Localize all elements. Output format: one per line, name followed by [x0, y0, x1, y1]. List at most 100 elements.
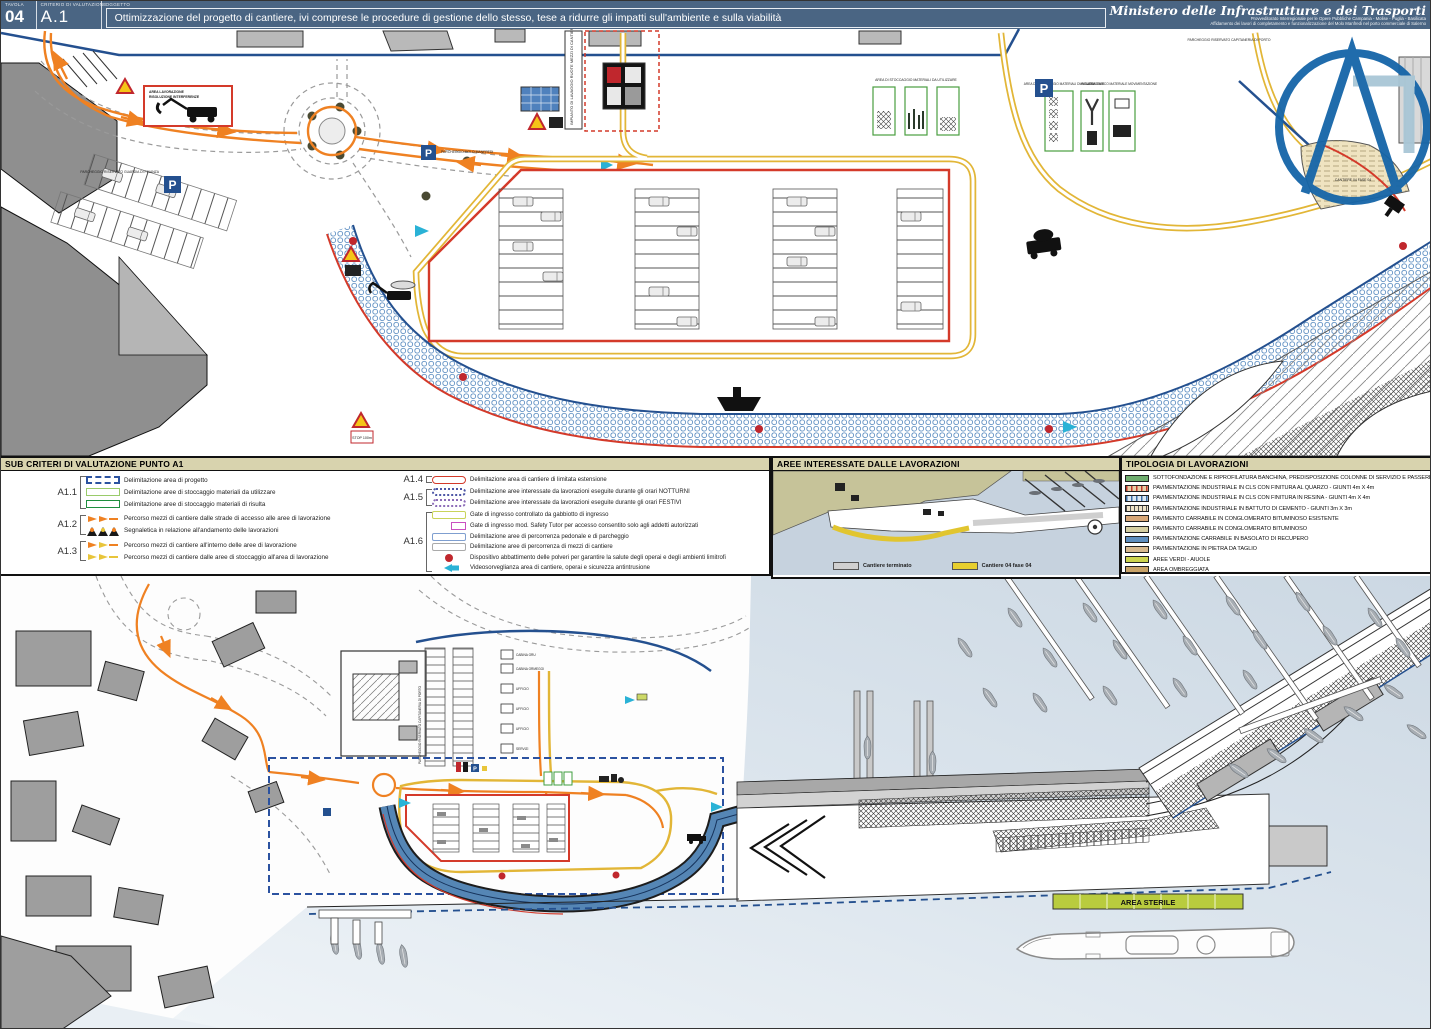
- svg-text:P: P: [1040, 81, 1049, 96]
- ministry-subtitle-1: Provveditorato Interregionale per le Ope…: [1250, 16, 1426, 22]
- warning-triangle-icon: [527, 111, 547, 130]
- pedestrian-area-swatch: [432, 532, 466, 541]
- vehicle-area-swatch: [432, 543, 466, 552]
- ministry-subtitle-2: Affidamento dei lavori di completamento …: [1210, 20, 1426, 26]
- port-authority-logo: [1275, 36, 1430, 205]
- legend-item: Gate di ingresso controllato da gabbiott…: [432, 510, 726, 521]
- criterio-label: CRITERIO DI VALUTAZIONE: [40, 2, 107, 7]
- oggetto-cell: OGGETTO Ottimizzazione del progetto di c…: [102, 1, 1110, 29]
- legend-item: AREE VERDI - AIUOLE: [1125, 555, 1427, 565]
- cantiere-fase-label: CANTIERE 04 FASE 04: [1335, 178, 1371, 182]
- stockpile-risulta: AREA DI STOCCAGGIO MATERIALI DI RISULTA …: [1024, 82, 1157, 152]
- gate-icon: [636, 693, 648, 701]
- resina-swatch: [1125, 494, 1149, 502]
- camera-icon: [1063, 421, 1077, 433]
- legend-item: Delimitazione area di cantiere di limita…: [432, 474, 607, 485]
- dust-abatement-icons: [349, 237, 1407, 433]
- stockpile-label: AREA DI STOCCAGGIO MATERIALI DA UTILIZZA…: [875, 78, 957, 82]
- svg-text:VAGLIO MOBILE: VAGLIO MOBILE: [1080, 82, 1105, 86]
- ministry-title: Ministero delle Infrastrutture e dei Tra…: [1109, 2, 1426, 18]
- ombreggiata-swatch: [1125, 566, 1149, 574]
- criterio-code: A.1: [40, 7, 70, 26]
- legend-item: Delimitazione area di progetto: [86, 474, 276, 486]
- svg-text:UFFICIO: UFFICIO: [516, 687, 529, 691]
- legend-item: Delimitazione aree di stoccaggio materia…: [86, 486, 276, 498]
- wheel-wash-area: IMPIANTO DI LAVAGGIO RUOTE MEZZI DI CANT…: [520, 29, 660, 132]
- current-phase-band: [832, 524, 970, 542]
- gate-safety-tutor-swatch: [451, 522, 466, 531]
- sub-criteri-panel: SUB CRITERI DI VALUTAZIONE PUNTO A1 A1.1…: [1, 456, 771, 576]
- legend-item: Cantiere 04 fase 04: [951, 562, 1031, 570]
- legend-item: PAVIMENTAZIONE INDUSTRIALE IN CLS CON FI…: [1125, 493, 1427, 503]
- finished-works-swatch: [833, 562, 859, 570]
- legend-item: Percorso mezzi di cantiere dalle aree di…: [86, 551, 329, 563]
- yellow-arrows-icon: [88, 554, 118, 561]
- tavola-label: TAVOLA: [5, 2, 24, 7]
- orange-arrows-icon: [88, 515, 118, 522]
- svg-text:P: P: [473, 767, 477, 773]
- stop-sign-label: STOP 100m: [352, 436, 372, 440]
- project-delimitation-swatch: [86, 476, 120, 485]
- excavator-icon: [155, 97, 217, 123]
- city-buildings: [1, 590, 297, 1028]
- cctv-camera-icon: [444, 564, 459, 573]
- ministry-block: Ministero delle Infrastrutture e dei Tra…: [1109, 1, 1430, 29]
- mid-warning-signs: STOP 100m: [341, 244, 374, 444]
- limited-site-swatch: [432, 475, 466, 484]
- wheel-wash-label: IMPIANTO DI LAVAGGIO RUOTE MEZZI DI CANT…: [569, 29, 574, 125]
- legend-item: Cantiere terminato: [833, 562, 912, 570]
- gate-booth-swatch: [432, 511, 466, 520]
- legend-group-a12: A1.2 Percorso mezzi di cantiere dalle st…: [43, 513, 331, 537]
- pier-chevrons: [748, 815, 826, 879]
- parking-capitaneria-label: PARCHEGGIO RISERVATO CAPITANERIA DI PORT…: [418, 685, 422, 764]
- camera-icon: [711, 802, 723, 812]
- camera-icon: [625, 696, 635, 704]
- oggetto-text: Ottimizzazione del progetto di cantiere,…: [114, 12, 782, 24]
- small-docks: [318, 909, 412, 945]
- wash-platform-icon: [520, 86, 560, 112]
- parking-sign-icon: [164, 176, 181, 193]
- legend-group-a16: A1.6 Gate di ingresso controllato da gab…: [389, 510, 726, 574]
- tipologia-panel: TIPOLOGIA DI LAVORAZIONI SOTTOFONDAZIONE…: [1120, 456, 1430, 574]
- bituminoso-swatch: [1125, 525, 1149, 533]
- criterio-cell: CRITERIO DI VALUTAZIONE A.1: [37, 1, 107, 29]
- dust-device-icon: [445, 553, 453, 562]
- legend-item: Percorso mezzi di cantiere all'interno d…: [86, 539, 329, 551]
- legend-item: Gate di ingresso mod. Safety Tutor per a…: [432, 521, 726, 532]
- legend-item: Delimitazione aree di percorrenza di mez…: [432, 542, 726, 553]
- legend-item: PAVIMENTO CARRABILE IN CONGLOMERATO BITU…: [1125, 514, 1427, 524]
- legend-item: Delimitazione aree di stoccaggio materia…: [86, 498, 276, 510]
- legend-item: PAVIMENTAZIONE CARRABILE IN BASOLATO DI …: [1125, 534, 1427, 544]
- aree-interessate-panel: AREE INTERESSATE DALLE LAVORAZIONI: [771, 456, 1121, 579]
- legend-item: Videosorveglianza area di cantiere, oper…: [432, 563, 726, 574]
- truck-icon: [687, 834, 706, 844]
- dust-abatement-icon: [498, 872, 506, 880]
- svg-text:AREA CARICO MATERIALE MOVIMENT: AREA CARICO MATERIALE MOVIMENTAZIONE: [1087, 82, 1157, 86]
- port-compound: PARCHEGGIO RISERVATO CAPITANERIA DI PORT…: [340, 629, 712, 767]
- basolato-swatch: [1125, 535, 1149, 543]
- legend-band: SUB CRITERI DI VALUTAZIONE PUNTO A1 A1.1…: [1, 456, 1430, 579]
- svg-text:CABINA GRU: CABINA GRU: [516, 653, 536, 657]
- existing-pavement: [1107, 271, 1430, 456]
- quarzo-swatch: [1125, 484, 1149, 492]
- svg-text:AREA DI STOCCAGGIO MATERIALI D: AREA DI STOCCAGGIO MATERIALI DI RISULTA: [1024, 82, 1095, 86]
- camera-icon: [399, 798, 411, 808]
- parking-gdf-label: PARCHEGGIO RISERVATO GUARDIA DI FINANZA: [80, 170, 159, 174]
- legend-group-a11: A1.1 Delimitazione area di progetto Deli…: [43, 474, 331, 511]
- oggetto-label: OGGETTO: [105, 2, 131, 7]
- legend-item: Delimitazione aree interessate da lavora…: [432, 498, 690, 509]
- svg-text:P: P: [425, 148, 432, 160]
- stock-use-swatch: [86, 488, 120, 497]
- parking-p-letter: P: [168, 178, 176, 192]
- svg-text:RISOLUZIONE INTERFERENZE: RISOLUZIONE INTERFERENZE: [149, 95, 200, 99]
- signage-board-icon: [602, 62, 646, 110]
- legend-item: Percorso mezzi di cantiere dalle strade …: [86, 513, 331, 525]
- molo-manfredi-pier: AREA STERILE: [306, 671, 1357, 915]
- aree-title: AREE INTERESSATE DALLE LAVORAZIONI: [773, 458, 1119, 471]
- bituminoso-esistente-swatch: [1125, 515, 1149, 523]
- legend-item: Dispositivo abbattimento delle polveri p…: [432, 553, 726, 564]
- parking-guardia-di-finanza: P PARCHEGGIO RISERVATO GUARDIA DI FINANZ…: [50, 153, 238, 269]
- phase-04-swatch: [951, 562, 978, 570]
- parking-capitaneria-label: PARCHEGGIO RISERVATO CAPITANERIA DI PORT…: [1188, 38, 1271, 42]
- dust-abatement-icon: [612, 871, 620, 879]
